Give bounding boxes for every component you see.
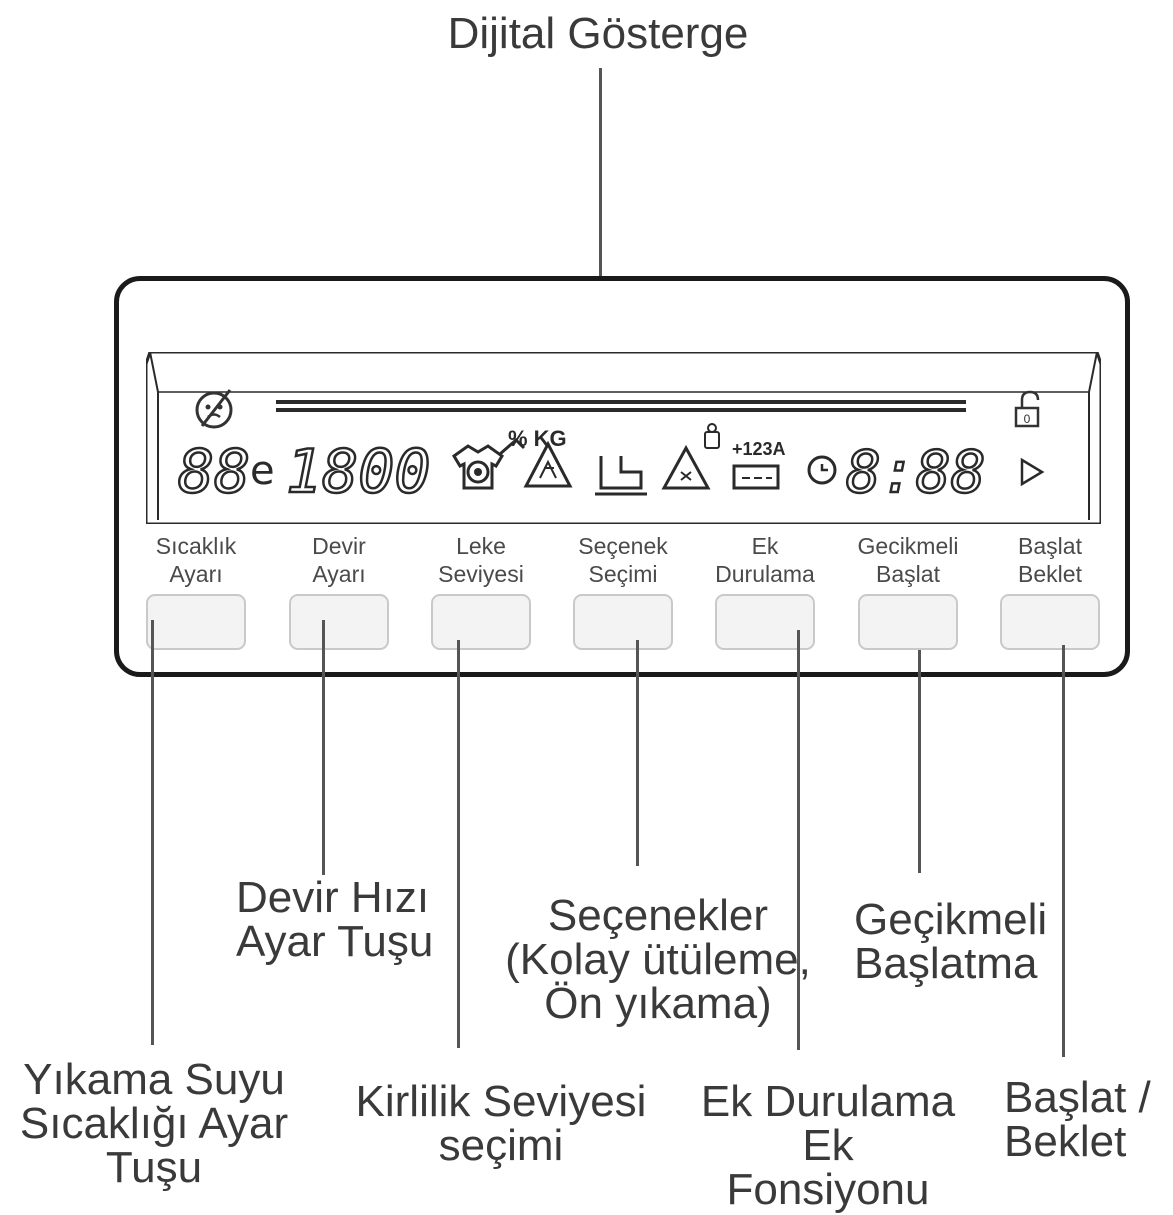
delay-clock-icon (807, 455, 837, 485)
spin-speed-button[interactable] (289, 594, 389, 650)
temperature-label-line2: Ayarı (169, 561, 223, 587)
delay-time-digits: 8:88 (846, 438, 986, 506)
warning-triangle-icon (661, 444, 711, 490)
start-pause-label-line1: Başlat (1018, 533, 1082, 559)
option-select-button[interactable] (573, 594, 673, 650)
progress-bar (276, 400, 966, 412)
start-pause-button[interactable] (1000, 594, 1100, 650)
spin-prefix-symbol: e (250, 448, 275, 494)
lock-open-icon: 0 (1014, 390, 1040, 428)
delayed-start-button[interactable] (858, 594, 958, 650)
weight-icon (704, 423, 720, 449)
temperature-button[interactable] (146, 594, 246, 650)
delayed-start-label-line1: Gecikmeli (857, 533, 959, 559)
temp-leader-line (151, 620, 154, 1045)
percent-kg-label: % KG (508, 426, 567, 451)
digital-display: 0 88 e 1800 % KG +123A 8:88 (146, 352, 1101, 524)
spin-speed-label-line2: Ayarı (312, 561, 366, 587)
play-icon (1020, 457, 1045, 487)
svg-text:0: 0 (1024, 412, 1031, 426)
options-leader-line (636, 640, 639, 866)
spin-leader-line (322, 620, 325, 875)
stain-triangle-icon (523, 440, 573, 488)
options-callout: Seçenekler(Kolay ütüleme,Ön yıkama) (505, 891, 811, 1028)
option-select-label-line1: Seçenek (578, 533, 668, 559)
spin-speed-label-line1: Devir (312, 533, 366, 559)
start-callout: Başlat /Beklet (1004, 1073, 1151, 1166)
delay-leader-line (918, 650, 921, 873)
shirt-prewash-icon (452, 437, 526, 490)
option-select-label-line2: Seçimi (588, 561, 658, 587)
delayed-start-label-line2: Başlat (876, 561, 940, 587)
start-pause-label-line2: Beklet (1018, 561, 1082, 587)
rinse-icon (732, 464, 780, 490)
extra-rinse-button[interactable] (715, 594, 815, 650)
temperature-digits: 88 (178, 437, 250, 507)
rinse-plus-label: +123A (732, 439, 786, 459)
start-leader-line (1062, 645, 1065, 1057)
extra-rinse-label-line2: Durulama (715, 561, 815, 587)
temperature-label-line1: Sıcaklık (155, 533, 237, 559)
stain-level-button[interactable] (431, 594, 531, 650)
display-callout-label: Dijital Gösterge (447, 9, 749, 58)
extra-rinse-label-line1: Ek (751, 533, 779, 559)
soil-leader-line (457, 640, 460, 1048)
stain-level-label-line1: Leke (456, 533, 506, 559)
rinse-leader-line (797, 630, 800, 1050)
display-leader-line (599, 68, 602, 390)
child-lock-face-icon (195, 389, 233, 429)
stain-level-label-line2: Seviyesi (438, 561, 524, 587)
spin-speed-digits: 1800 (286, 437, 431, 507)
tub-icon (595, 456, 647, 496)
